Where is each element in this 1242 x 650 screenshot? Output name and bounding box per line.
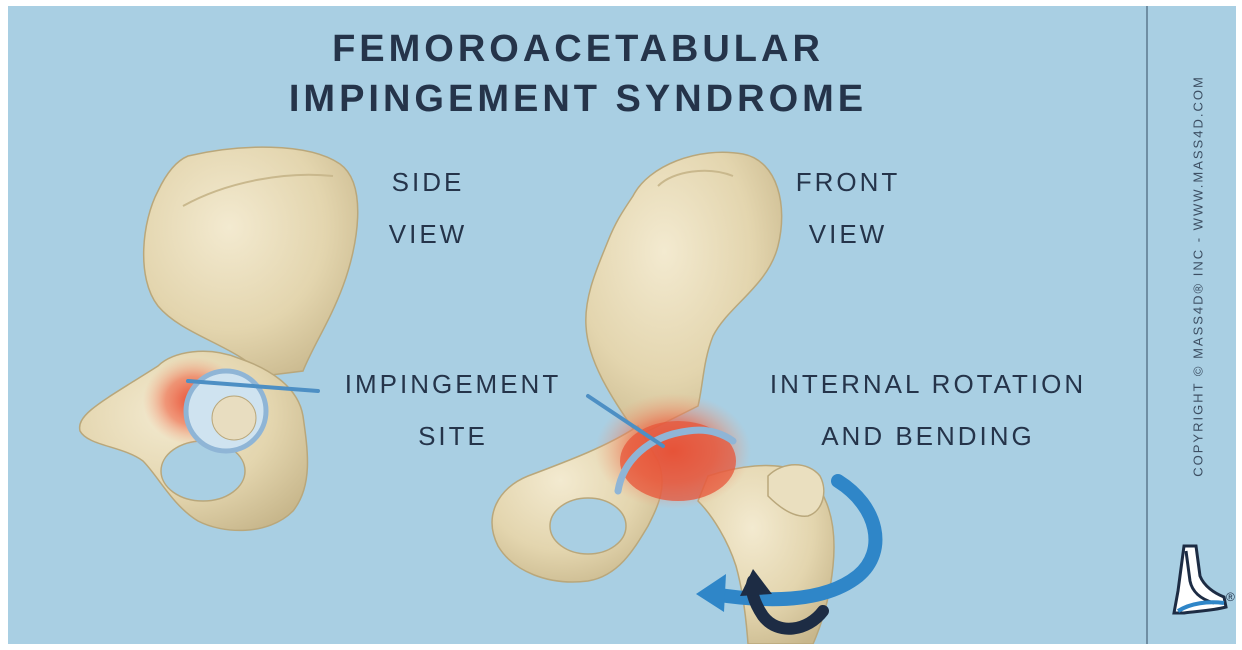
side-divider bbox=[1146, 6, 1148, 644]
front-view-label-line2: VIEW bbox=[768, 208, 928, 260]
diagram-title: FEMOROACETABULAR IMPINGEMENT SYNDROME bbox=[128, 24, 1028, 124]
impingement-label-line1: IMPINGEMENT bbox=[318, 358, 588, 410]
side-view-label-line2: VIEW bbox=[358, 208, 498, 260]
front-obturator-foramen bbox=[550, 498, 626, 554]
mass4d-logo: ® bbox=[1166, 541, 1236, 626]
front-view-label: FRONT VIEW bbox=[768, 156, 928, 260]
impingement-label-line2: SITE bbox=[318, 410, 588, 462]
rotation-label-line1: INTERNAL ROTATION bbox=[743, 358, 1113, 410]
copyright-text: COPYRIGHT © MASS4D® INC - WWW.MASS4D.COM bbox=[1191, 75, 1206, 477]
diagram-frame: FEMOROACETABULAR IMPINGEMENT SYNDROME SI… bbox=[8, 6, 1236, 644]
side-view-pelvis bbox=[80, 147, 358, 530]
title-line-1: FEMOROACETABULAR bbox=[128, 24, 1028, 74]
rotation-label-line2: AND BENDING bbox=[743, 410, 1113, 462]
front-view-label-line1: FRONT bbox=[768, 156, 928, 208]
title-line-2: IMPINGEMENT SYNDROME bbox=[128, 74, 1028, 124]
impingement-site-label: IMPINGEMENT SITE bbox=[318, 358, 588, 462]
rotation-arrowhead-blue bbox=[696, 574, 726, 612]
registered-mark: ® bbox=[1226, 590, 1235, 604]
rotation-label: INTERNAL ROTATION AND BENDING bbox=[743, 358, 1113, 462]
side-view-label-line1: SIDE bbox=[358, 156, 498, 208]
side-view-label: SIDE VIEW bbox=[358, 156, 498, 260]
